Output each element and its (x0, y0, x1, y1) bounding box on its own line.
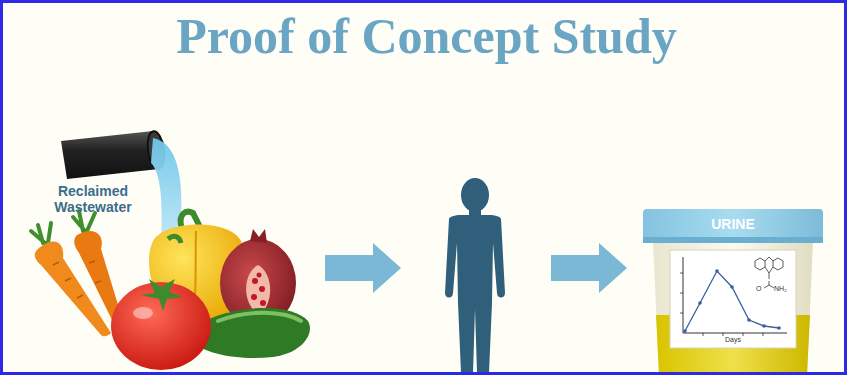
container-label: URINE (643, 216, 823, 233)
axis-label: Days (713, 336, 753, 344)
molecule-structure (755, 257, 783, 288)
concentration-chart (680, 257, 787, 336)
cucumber (195, 308, 310, 358)
source-label: Reclaimed Wastewater (41, 183, 145, 215)
figure-title: Proof of Concept Study (3, 9, 847, 64)
specimen-cup (643, 209, 823, 375)
cup-label (670, 250, 796, 348)
atom-label: NH₂ (774, 285, 790, 293)
person-silhouette (445, 178, 505, 373)
flow-arrow (551, 243, 627, 293)
pipe-body (61, 131, 159, 179)
flow-arrow (325, 243, 401, 293)
atom-label: O (756, 285, 764, 293)
carrots (31, 211, 123, 336)
tomato (111, 279, 211, 370)
